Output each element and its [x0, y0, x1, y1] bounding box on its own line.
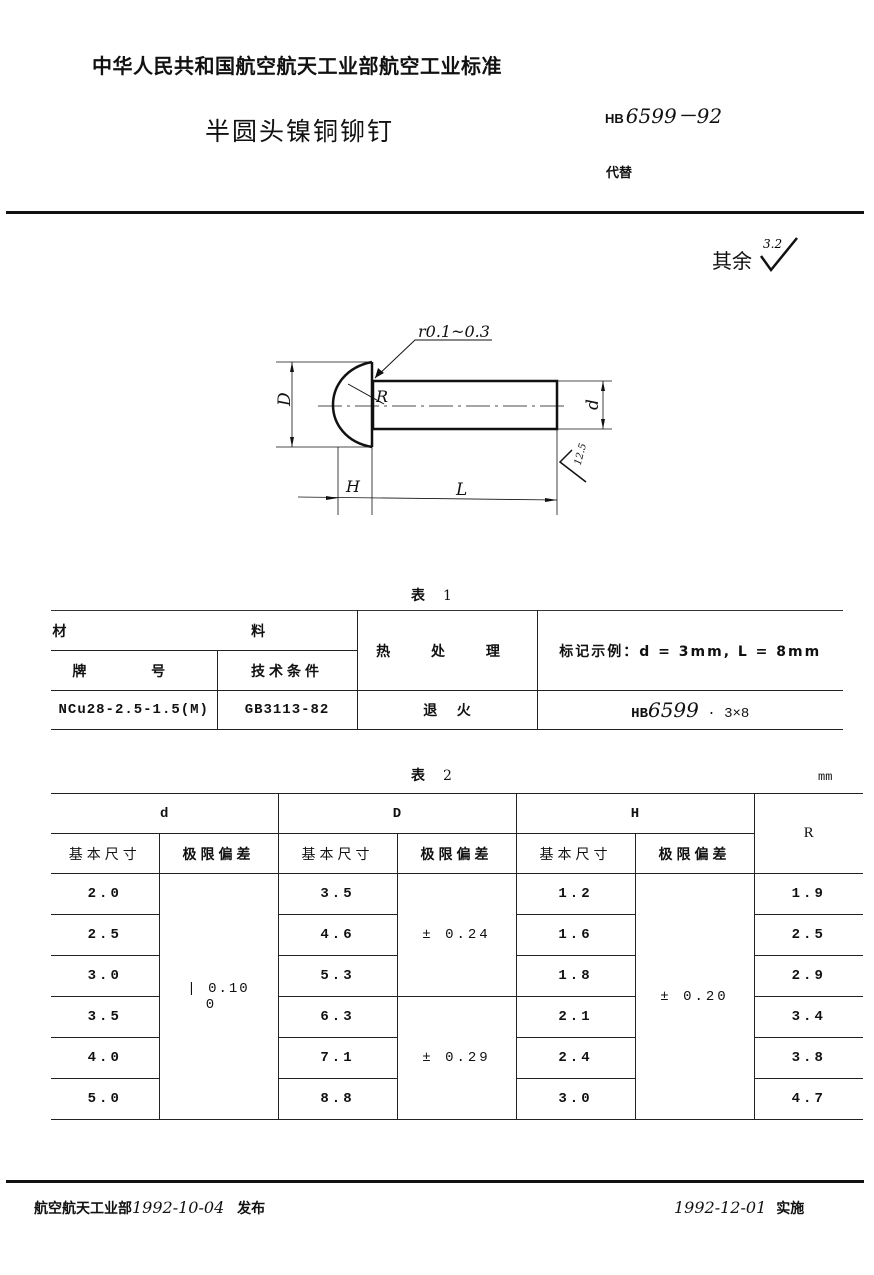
roughness-label: 其余: [712, 249, 752, 273]
table-row: 3.0 5.3 1.8 2.9: [51, 955, 863, 997]
group-R: R: [753, 793, 863, 874]
header-divider: [6, 211, 864, 214]
d-basic-size-header: 基本尺寸: [51, 833, 160, 874]
label-L: L: [455, 480, 467, 500]
standard-number-prefix: HB: [605, 111, 624, 126]
footer-divider: [6, 1180, 864, 1183]
H-basic-size-header: 基本尺寸: [515, 833, 636, 874]
cell-tech-conditions: GB3113-82: [216, 690, 358, 730]
label-R: R: [375, 387, 388, 406]
cell-marking-example: HB6599 · 3×8: [536, 690, 843, 730]
header-marking-example: 标记示例：d = 3mm, L = 8mm: [536, 610, 843, 691]
material-table: 材 料 热 处 理 标记示例：d = 3mm, L = 8mm 牌 号 技术条件…: [51, 610, 843, 730]
unit-label: mm: [818, 770, 833, 784]
group-H: H: [515, 793, 755, 834]
D-limit-deviation-header: 极限偏差: [396, 833, 517, 874]
header-tech-conditions: 技术条件: [216, 650, 358, 691]
rivet-drawing: r0.1~0.3 D d R H L 12.5: [275, 322, 612, 515]
effective-info: 1992-12-01 实施: [674, 1198, 804, 1218]
dimensions-table: d D H R 基本尺寸 极限偏差 基本尺寸 极限偏差 基本尺寸 极限偏差 2.…: [51, 793, 863, 1120]
H-limit-deviation-header: 极限偏差: [634, 833, 755, 874]
label-D: D: [275, 392, 295, 407]
fillet-note: r0.1~0.3: [418, 322, 490, 341]
issue-date: 1992-10-04: [132, 1198, 225, 1217]
H-tolerance: ± 0.20: [634, 873, 755, 1120]
issuer: 航空航天工业部: [34, 1201, 132, 1217]
organization-title: 中华人民共和国航空航天工业部航空工业标准: [92, 54, 502, 78]
surface-roughness-note: 其余 3.2: [712, 234, 803, 274]
cell-heat-treatment: 退 火: [356, 690, 538, 730]
end-roughness-value: 12.5: [573, 442, 589, 466]
D-basic-size-header: 基本尺寸: [277, 833, 398, 874]
svg-text:3.2: 3.2: [763, 237, 782, 251]
header-grade: 牌 号: [51, 650, 218, 691]
cell-grade: NCu28-2.5-1.5(M): [51, 690, 218, 730]
effective-label: 实施: [776, 1201, 805, 1217]
roughness-check-icon: 3.2: [760, 237, 799, 273]
replaces-label: 代替: [606, 166, 633, 181]
label-H: H: [345, 477, 361, 496]
group-d: d: [51, 793, 279, 834]
table-row: 3.5 6.3 ± 0.29 2.1 3.4: [51, 996, 863, 1120]
header-material: 材 料: [51, 610, 358, 651]
label-d: d: [583, 399, 603, 410]
effective-date: 1992-12-01: [674, 1198, 767, 1217]
document-title: 半圆头镍铜铆钉: [205, 117, 395, 146]
group-D: D: [277, 793, 517, 834]
table-row: 2.0 | 0.10 0 3.5 ± 0.24 1.2 ± 0.20 1.9: [51, 873, 863, 1120]
header-heat-treatment: 热 处 理: [356, 610, 538, 691]
d-limit-deviation-header: 极限偏差: [158, 833, 279, 874]
D-tolerance-1: ± 0.24: [396, 873, 517, 997]
D-tolerance-2: ± 0.29: [396, 996, 517, 1120]
issue-label: 发布: [237, 1201, 266, 1217]
table-row: 4.0 7.1 2.4 3.8: [51, 1037, 863, 1079]
issue-info: 航空航天工业部1992-10-04 发布: [34, 1198, 265, 1218]
standard-number-value: 6599－92: [625, 104, 723, 128]
d-tolerance: | 0.10 0: [158, 873, 279, 1120]
table-row: 5.0 8.8 3.0 4.7: [51, 1078, 863, 1120]
